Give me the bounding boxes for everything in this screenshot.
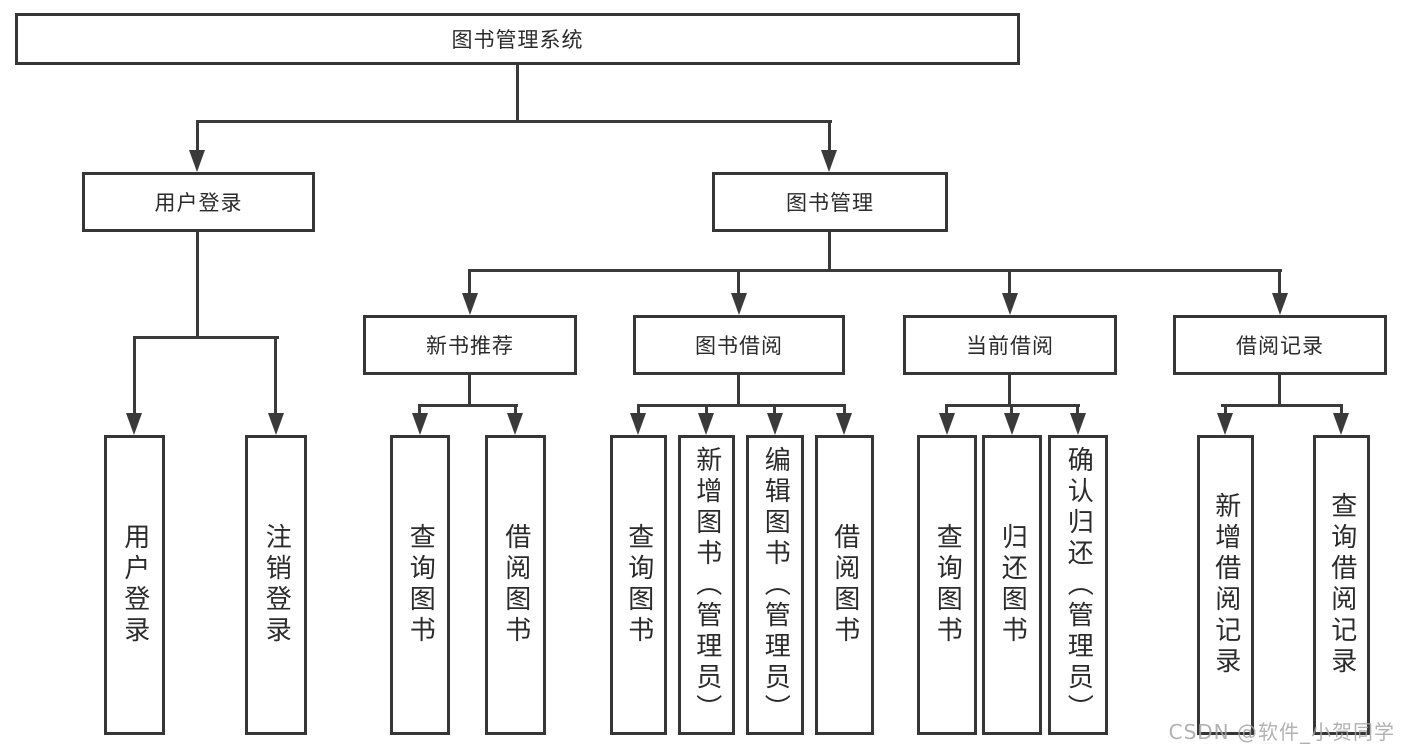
node-book-management: 图书管理 xyxy=(712,172,948,232)
arrowhead-down-icon xyxy=(1070,413,1086,435)
connector-to-level3 xyxy=(1008,269,1011,297)
node-library-system: 图书管理系统 xyxy=(15,13,1020,65)
node-new-book-recommend: 新书推荐 xyxy=(363,315,577,375)
connector-userlogin-stem xyxy=(196,232,199,339)
arrowhead-down-icon xyxy=(939,413,955,435)
connector-records-bus xyxy=(1221,404,1343,407)
node-user-login: 用户登录 xyxy=(82,172,315,232)
connector-to-leaf xyxy=(1340,404,1343,418)
node-book-borrow: 图书借阅 xyxy=(633,315,845,375)
connector-to-leaf xyxy=(773,404,776,418)
connector-to-leaf xyxy=(1076,404,1079,418)
arrowhead-down-icon xyxy=(268,413,284,435)
leaf-user-login: 用户登录 xyxy=(104,435,165,735)
arrowhead-down-icon xyxy=(1333,413,1349,435)
arrowhead-down-icon xyxy=(767,413,783,435)
node-current-borrow: 当前借阅 xyxy=(903,315,1117,375)
leaf-borrow-borrow-book: 借阅图书 xyxy=(815,435,874,735)
connector-to-level3 xyxy=(737,269,740,297)
connector-to-user-login xyxy=(196,120,199,152)
leaf-current-confirm-return-admin: 确认归还（管理员） xyxy=(1048,435,1108,735)
arrowhead-down-icon xyxy=(126,413,142,435)
connector-root-stem xyxy=(516,65,519,123)
arrowhead-down-icon xyxy=(189,150,205,172)
connector-to-leaf xyxy=(514,404,517,418)
arrowhead-down-icon xyxy=(731,293,747,315)
connector-to-leaf xyxy=(705,404,708,418)
connector-to-leaf xyxy=(1224,404,1227,418)
arrowhead-down-icon xyxy=(630,413,646,435)
connector-bookmgmt-bus xyxy=(469,269,1282,272)
connector-recommend-stem xyxy=(468,375,471,407)
connector-recommend-bus xyxy=(419,404,518,407)
connector-to-book-management xyxy=(828,120,831,152)
connector-root-bus xyxy=(197,120,832,123)
connector-userlogin-bus xyxy=(133,336,279,339)
leaf-borrow-query-book: 查询图书 xyxy=(610,435,667,735)
connector-to-leaf xyxy=(274,336,277,416)
arrowhead-down-icon xyxy=(507,413,523,435)
connector-to-leaf xyxy=(945,404,948,418)
connector-borrow-stem xyxy=(737,375,740,407)
connector-records-stem xyxy=(1278,375,1281,407)
leaf-borrow-add-book-admin: 新增图书（管理员） xyxy=(678,435,735,735)
arrowhead-down-icon xyxy=(698,413,714,435)
arrowhead-down-icon xyxy=(1217,413,1233,435)
leaf-current-query-book: 查询图书 xyxy=(917,435,977,735)
connector-to-level3 xyxy=(468,269,471,297)
arrowhead-down-icon xyxy=(821,150,837,172)
connector-to-level3 xyxy=(1278,269,1281,297)
leaf-borrow-edit-book-admin: 编辑图书（管理员） xyxy=(746,435,804,735)
arrowhead-down-icon xyxy=(1272,293,1288,315)
connector-to-leaf xyxy=(637,404,640,418)
leaf-add-borrow-record: 新增借阅记录 xyxy=(1197,435,1254,735)
connector-current-bus xyxy=(946,404,1080,407)
connector-bookmgmt-stem xyxy=(828,232,831,272)
connector-to-leaf xyxy=(843,404,846,418)
leaf-recommend-borrow-book: 借阅图书 xyxy=(485,435,546,735)
connector-to-leaf xyxy=(418,404,421,418)
arrowhead-down-icon xyxy=(1002,293,1018,315)
arrowhead-down-icon xyxy=(412,413,428,435)
leaf-current-return-book: 归还图书 xyxy=(982,435,1042,735)
arrowhead-down-icon xyxy=(1004,413,1020,435)
arrowhead-down-icon xyxy=(462,293,478,315)
node-borrow-records: 借阅记录 xyxy=(1173,315,1387,375)
connector-borrow-bus xyxy=(637,404,845,407)
connector-to-leaf xyxy=(1010,404,1013,418)
arrowhead-down-icon xyxy=(836,413,852,435)
connector-to-leaf xyxy=(133,336,136,416)
leaf-logout: 注销登录 xyxy=(245,435,307,735)
connector-current-stem xyxy=(1008,375,1011,407)
csdn-watermark: CSDN @软件_小贺同学 xyxy=(1168,720,1395,744)
leaf-query-borrow-record: 查询借阅记录 xyxy=(1313,435,1370,735)
leaf-recommend-query-book: 查询图书 xyxy=(390,435,450,735)
